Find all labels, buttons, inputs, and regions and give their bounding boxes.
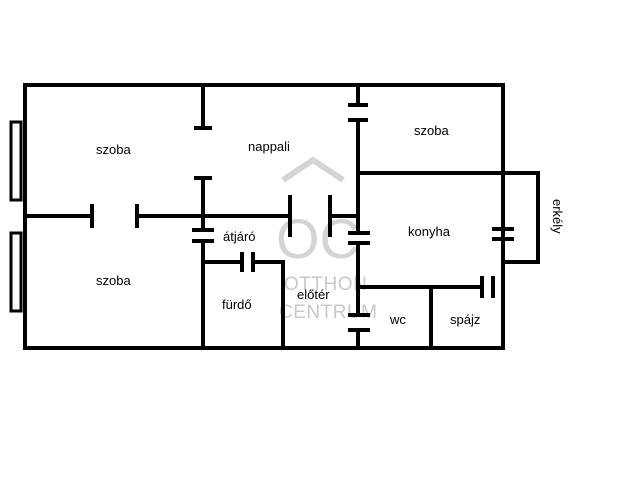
room-label-atjaro: átjáró xyxy=(223,229,256,244)
room-label-szoba-top-right: szoba xyxy=(414,123,449,138)
room-label-szoba-bottom-left: szoba xyxy=(96,273,131,288)
room-label-erkely: erkély xyxy=(550,199,565,234)
window-bottom-left xyxy=(9,231,23,313)
room-label-furdo: fürdő xyxy=(222,297,252,312)
room-label-eloter: előtér xyxy=(297,287,330,302)
balcony-wall xyxy=(501,171,540,264)
room-label-nappali: nappali xyxy=(248,139,290,154)
outer-wall xyxy=(23,83,505,350)
room-label-wc: wc xyxy=(389,312,406,327)
watermark-roof-icon xyxy=(281,156,345,183)
room-label-spajz: spájz xyxy=(450,312,480,327)
window-top-left xyxy=(9,120,23,202)
watermark-line-1: OTTHON xyxy=(284,274,367,295)
watermark-line-2: CENTRUM xyxy=(279,302,378,323)
room-label-konyha: konyha xyxy=(408,224,451,239)
room-label-szoba-top-left: szoba xyxy=(96,142,131,157)
